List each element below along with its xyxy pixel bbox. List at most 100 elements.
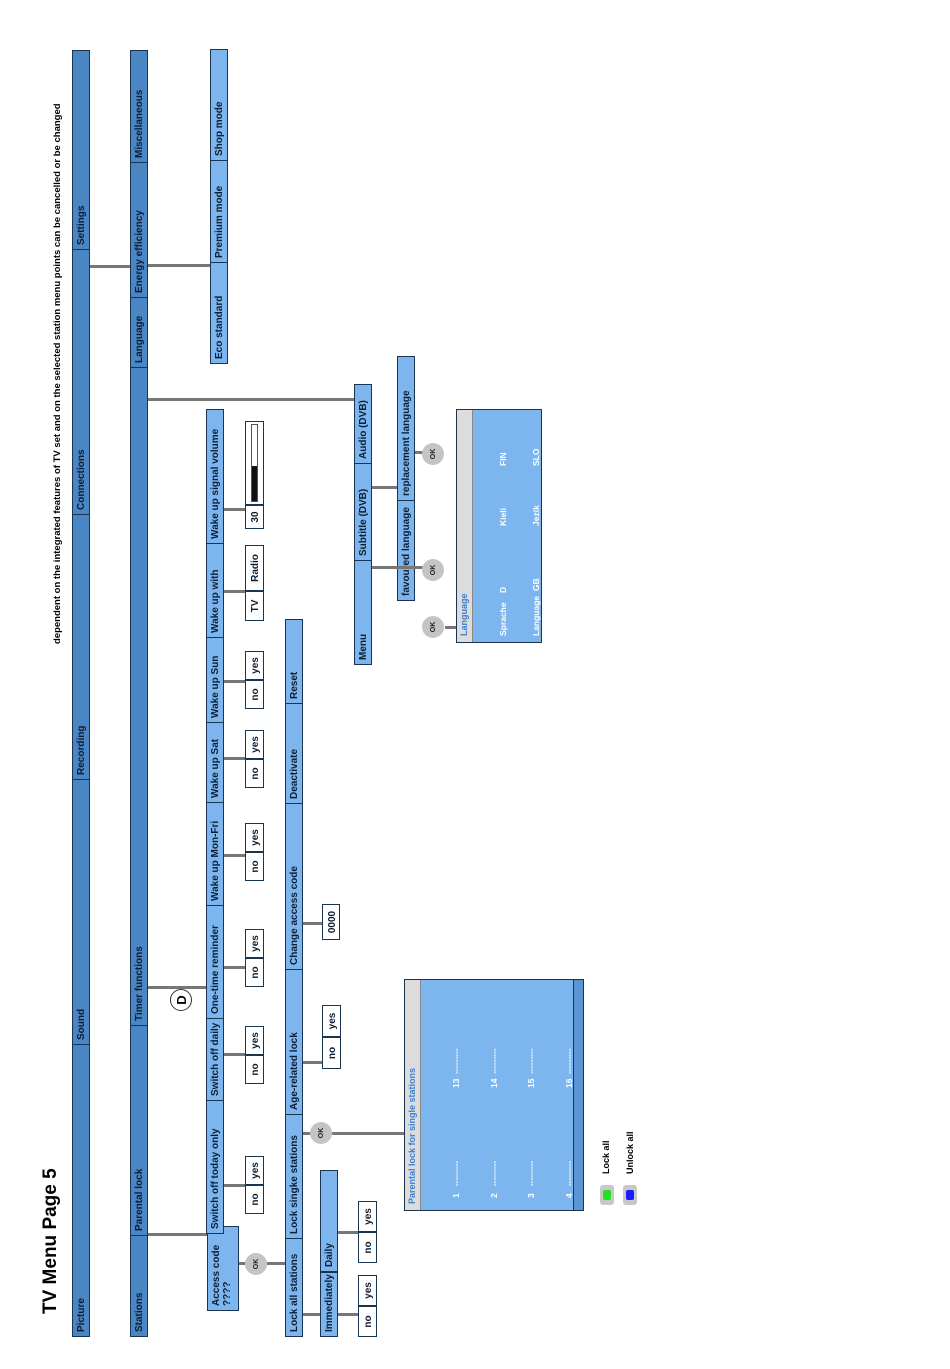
lock-all-label: Lock all xyxy=(601,1140,611,1174)
connector-reminder xyxy=(224,966,246,969)
timer-bar: Switch off today only Switch off daily O… xyxy=(206,409,224,1234)
parental-lock-all[interactable]: Lock all stations xyxy=(289,1253,300,1332)
ok-button-menu[interactable]: OK xyxy=(422,616,444,638)
reminder-no[interactable]: no xyxy=(245,958,264,987)
access-code-box[interactable]: Access code ???? xyxy=(207,1226,239,1311)
unlock-all-label: Unlock all xyxy=(625,1131,635,1174)
lock-daily-no[interactable]: no xyxy=(358,1232,377,1263)
menu-settings[interactable]: Settings xyxy=(73,51,89,250)
connector-settings xyxy=(90,265,130,268)
language-panel-title: Language xyxy=(459,593,469,636)
page-title: TV Menu Page 5 xyxy=(40,1168,61,1314)
menu-connections[interactable]: Connections xyxy=(73,250,89,515)
today-no[interactable]: no xyxy=(245,1185,264,1214)
timer-wake-mon-fri[interactable]: Wake up Mon-Fri xyxy=(207,803,223,906)
energy-shop-mode[interactable]: Shop mode xyxy=(211,50,227,161)
menu-energy-efficiency[interactable]: Energy efficiency xyxy=(131,163,147,298)
parental-deactivate[interactable]: Deactivate xyxy=(286,704,302,804)
connector-audio xyxy=(372,486,399,489)
menu-language[interactable]: Language xyxy=(131,298,147,368)
connector-daily xyxy=(338,1231,360,1234)
connector-change-code xyxy=(303,922,323,925)
language-audio[interactable]: Audio (DVB) xyxy=(355,385,371,464)
connector-sat xyxy=(224,757,246,760)
menu-picture[interactable]: Picture xyxy=(76,1298,87,1332)
second-menu-bar: Stations Parental lock Timer functions L… xyxy=(130,50,148,1337)
lock-immediately-yes[interactable]: yes xyxy=(358,1275,377,1306)
menu-parental-lock[interactable]: Parental lock xyxy=(131,1026,147,1236)
energy-bar: Eco standard Premium mode Shop mode xyxy=(210,49,228,364)
daily-off-yes[interactable]: yes xyxy=(245,1026,264,1055)
parental-age-related[interactable]: Age-related lock xyxy=(286,970,302,1115)
parental-options-bar: Lock all stations Lock singke stations A… xyxy=(285,619,303,1337)
top-menu-bar: Picture Sound Recording Connections Sett… xyxy=(72,50,90,1337)
language-panel-col2: Kieli Jezik Jazyk . . xyxy=(498,502,640,526)
wake-with-radio[interactable]: Radio xyxy=(245,545,264,591)
parental-panel-left: 1 --------- 2 --------- 3 --------- 4 --… xyxy=(451,1158,874,1198)
ok-button-replacement[interactable]: OK xyxy=(422,443,444,465)
timer-one-time-reminder[interactable]: One-time reminder xyxy=(207,906,223,1019)
mon-fri-no[interactable]: no xyxy=(245,852,264,881)
ok-button-single[interactable]: OK xyxy=(310,1122,332,1144)
timer-wake-sun[interactable]: Wake up Sun xyxy=(207,638,223,723)
parental-reset[interactable]: Reset xyxy=(286,620,302,704)
lock-daily[interactable]: Daily xyxy=(320,1170,338,1272)
menu-recording[interactable]: Recording xyxy=(73,515,89,780)
age-no[interactable]: no xyxy=(322,1037,341,1069)
age-yes[interactable]: yes xyxy=(322,1005,341,1037)
language-sub-bar: favoured language replacement language xyxy=(397,356,415,601)
sat-yes[interactable]: yes xyxy=(245,730,264,759)
connector-parental-lock xyxy=(148,1233,208,1236)
connector-wake-with xyxy=(224,590,246,593)
connector-subtitle xyxy=(372,566,420,569)
language-panel-col3: FIN SLO SK xyxy=(498,448,574,466)
energy-eco-standard[interactable]: Eco standard xyxy=(214,295,225,359)
connector-volume xyxy=(224,508,246,511)
lock-daily-yes[interactable]: yes xyxy=(358,1201,377,1232)
parental-panel-title: Parental lock for single stations xyxy=(407,1067,417,1204)
today-yes[interactable]: yes xyxy=(245,1156,264,1185)
parental-panel: Parental lock for single stations 1 ----… xyxy=(404,979,874,1211)
language-panel: Language Sprache D Language GB Langue F … xyxy=(456,409,640,643)
lock-immediately[interactable]: Immediately xyxy=(320,1272,338,1337)
energy-premium-mode[interactable]: Premium mode xyxy=(211,161,227,263)
menu-stations[interactable]: Stations xyxy=(134,1292,145,1332)
volume-slider[interactable] xyxy=(245,421,264,505)
green-dot-icon xyxy=(603,1190,611,1200)
menu-timer-functions[interactable]: Timer functions xyxy=(131,368,147,1026)
ok-button-access[interactable]: OK xyxy=(245,1253,267,1275)
menu-sound[interactable]: Sound xyxy=(73,780,89,1045)
connector-single-panel xyxy=(332,1132,406,1135)
sun-yes[interactable]: yes xyxy=(245,651,264,680)
parental-lock-single[interactable]: Lock singke stations xyxy=(286,1115,302,1239)
parental-change-code[interactable]: Change access code xyxy=(286,804,302,970)
language-menu[interactable]: Menu xyxy=(358,633,369,660)
connector-sun xyxy=(224,680,246,683)
timer-wake-sat[interactable]: Wake up Sat xyxy=(207,723,223,803)
mon-fri-yes[interactable]: yes xyxy=(245,823,264,852)
ok-button-favoured[interactable]: OK xyxy=(422,559,444,581)
language-subtitle[interactable]: Subtitle (DVB) xyxy=(355,464,371,561)
change-code-value[interactable]: 0000 xyxy=(322,904,340,940)
reminder-yes[interactable]: yes xyxy=(245,929,264,958)
lock-immediately-no[interactable]: no xyxy=(358,1306,377,1337)
blue-dot-icon xyxy=(626,1190,634,1200)
daily-off-no[interactable]: no xyxy=(245,1055,264,1084)
sat-no[interactable]: no xyxy=(245,759,264,788)
language-favoured[interactable]: favoured language xyxy=(401,507,412,596)
d-marker: D xyxy=(170,989,192,1011)
connector-mon-fri xyxy=(224,854,246,857)
timer-wake-with[interactable]: Wake up with xyxy=(207,544,223,638)
timer-switch-off-daily[interactable]: Switch off daily xyxy=(207,1019,223,1101)
lock-all-swatch[interactable] xyxy=(600,1185,614,1205)
wake-with-tv[interactable]: TV xyxy=(245,591,264,621)
language-bar: Menu Subtitle (DVB) Audio (DVB) xyxy=(354,384,372,665)
timer-wake-volume[interactable]: Wake up signal volume xyxy=(207,410,223,544)
menu-miscellaneous[interactable]: Miscellaneous xyxy=(131,51,147,163)
sun-no[interactable]: no xyxy=(245,680,264,709)
connector-energy xyxy=(148,264,212,267)
unlock-all-swatch[interactable] xyxy=(623,1185,637,1205)
timer-switch-off-today[interactable]: Switch off today only xyxy=(210,1128,221,1229)
language-replacement[interactable]: replacement language xyxy=(398,357,414,501)
